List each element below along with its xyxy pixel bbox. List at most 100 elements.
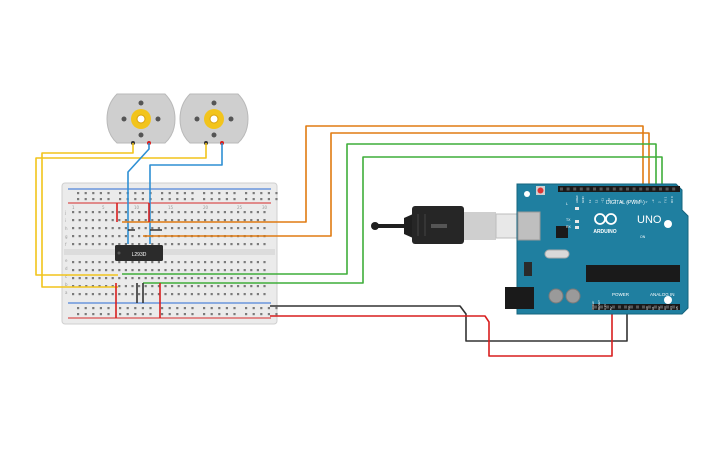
usb-cable[interactable] xyxy=(371,206,541,244)
wire-green-2[interactable] xyxy=(143,156,663,284)
breadboard-hole xyxy=(131,293,134,296)
dc-motor-left[interactable] xyxy=(106,93,176,145)
breadboard-hole xyxy=(72,219,75,222)
breadboard-hole xyxy=(105,277,108,280)
rail-hole xyxy=(183,307,186,310)
rail-hole xyxy=(275,192,278,195)
breadboard-hole xyxy=(210,269,213,272)
breadboard-hole xyxy=(78,277,81,280)
wire-yellow-2[interactable] xyxy=(35,143,207,276)
rail-hole xyxy=(218,313,221,316)
breadboard-hole xyxy=(217,227,220,230)
header-pin xyxy=(632,187,636,191)
breadboard-hole xyxy=(72,277,75,280)
wire-green-1[interactable] xyxy=(122,143,657,275)
row-letter: i xyxy=(65,218,66,223)
power-pin-header[interactable] xyxy=(592,304,680,310)
breadboard-hole xyxy=(111,277,114,280)
wire-blue-2[interactable] xyxy=(149,143,223,244)
breadboard-hole xyxy=(256,293,259,296)
breadboard-hole xyxy=(256,219,259,222)
rail-hole xyxy=(77,313,80,316)
wire-blue-1[interactable] xyxy=(127,143,150,244)
digital-pin-label: 12 xyxy=(594,199,598,203)
rail-hole xyxy=(233,313,236,316)
header-pin xyxy=(612,187,616,191)
breadboard-hole xyxy=(243,293,246,296)
breadboard-hole xyxy=(91,243,94,246)
rail-hole xyxy=(77,192,80,195)
wire-orange-1[interactable] xyxy=(122,125,644,223)
rail-hole xyxy=(183,313,186,316)
breadboard-hole xyxy=(138,227,141,230)
arduino-model: UNO xyxy=(637,214,662,226)
rail-hole xyxy=(275,313,278,316)
breadboard-hole xyxy=(85,285,88,288)
row-letter: b xyxy=(65,282,68,287)
wire-yellow-1[interactable] xyxy=(41,143,134,288)
header-pin xyxy=(652,187,656,191)
rail-hole xyxy=(267,313,270,316)
breadboard-hole xyxy=(237,261,240,264)
rail-hole xyxy=(161,307,164,310)
rail-hole xyxy=(119,307,122,310)
breadboard[interactable]: j i h g f e d c b a 1 5 10 15 20 25 30 xyxy=(61,182,278,325)
rail-hole xyxy=(183,198,186,201)
wire-orange-2[interactable] xyxy=(143,132,650,237)
row-letter: f xyxy=(65,242,67,247)
breadboard-hole xyxy=(243,285,246,288)
breadboard-hole xyxy=(151,261,154,264)
usb-icon xyxy=(431,224,447,228)
breadboard-hole xyxy=(105,269,108,272)
breadboard-hole xyxy=(105,219,108,222)
breadboard-hole xyxy=(256,227,259,230)
breadboard-hole xyxy=(190,211,193,214)
l293d-chip[interactable]: L293D xyxy=(115,245,163,261)
breadboard-hole xyxy=(171,269,174,272)
wire-black-gnd[interactable] xyxy=(270,304,628,342)
arduino-uno-board[interactable]: ARDUINO UNO DIGITAL (PWM~) POWER ANALOG … xyxy=(505,183,689,315)
breadboard-hole xyxy=(138,219,141,222)
breadboard-hole xyxy=(157,269,160,272)
breadboard-hole xyxy=(124,269,127,272)
rail-hole xyxy=(218,198,221,201)
breadboard-hole xyxy=(72,227,75,230)
rail-hole xyxy=(210,192,213,195)
breadboard-hole xyxy=(78,261,81,264)
breadboard-hole xyxy=(263,211,266,214)
breadboard-hole xyxy=(230,293,233,296)
breadboard-hole xyxy=(91,235,94,238)
rail-hole xyxy=(99,198,102,201)
wire-red-5v[interactable] xyxy=(270,304,613,357)
breadboard-hole xyxy=(157,219,160,222)
rail-hole xyxy=(267,192,270,195)
breadboard-hole xyxy=(217,269,220,272)
dc-motor-right[interactable] xyxy=(179,93,249,145)
breadboard-hole xyxy=(217,293,220,296)
breadboard-hole xyxy=(237,243,240,246)
digital-pin-label: RX 0 xyxy=(670,196,674,203)
breadboard-hole xyxy=(263,277,266,280)
breadboard-hole xyxy=(164,227,167,230)
rail-hole xyxy=(225,307,228,310)
header-pin xyxy=(593,187,596,191)
breadboard-hole xyxy=(91,277,94,280)
breadboard-hole xyxy=(151,219,154,222)
breadboard-hole xyxy=(197,211,200,214)
digital-pin-header[interactable] xyxy=(558,186,680,192)
breadboard-hole xyxy=(91,211,94,214)
breadboard-hole xyxy=(263,243,266,246)
rail-hole xyxy=(84,192,87,195)
breadboard-hole xyxy=(197,227,200,230)
breadboard-hole xyxy=(85,219,88,222)
rail-hole xyxy=(92,192,95,195)
row-letter: e xyxy=(65,258,68,263)
ioref-label: IOREF xyxy=(591,301,595,310)
breadboard-hole xyxy=(78,293,81,296)
rail-hole xyxy=(176,192,179,195)
breadboard-hole xyxy=(98,293,101,296)
breadboard-hole xyxy=(237,285,240,288)
header-pin xyxy=(579,187,583,191)
breadboard-hole xyxy=(131,277,134,280)
breadboard-hole xyxy=(144,277,147,280)
